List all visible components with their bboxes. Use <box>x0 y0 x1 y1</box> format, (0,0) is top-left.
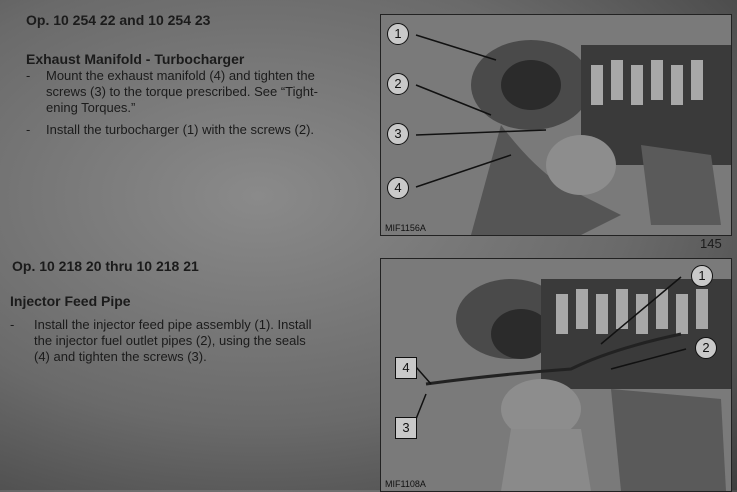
instruction-item: - Install the turbocharger (1) with the … <box>26 122 366 138</box>
instruction-line: (4) and tighten the screws (3). <box>34 349 207 364</box>
callout-3: 3 <box>387 123 409 145</box>
section-title-1: Exhaust Manifold - Turbocharger <box>26 51 245 67</box>
callout-4: 4 <box>395 357 417 379</box>
figure-exhaust-manifold: 1 2 3 4 MIF1156A <box>380 14 732 236</box>
instruction-item: - Mount the exhaust manifold (4) and tig… <box>26 68 366 116</box>
dash-bullet: - <box>26 122 31 137</box>
callout-2: 2 <box>695 337 717 359</box>
instruction-line: screws (3) to the torque prescribed. See… <box>46 84 318 99</box>
instruction-line: Install the turbocharger (1) with the sc… <box>46 122 315 137</box>
instruction-line: ening Torques.” <box>46 100 136 115</box>
instruction-line: Mount the exhaust manifold (4) and tight… <box>46 68 315 83</box>
callout-1: 1 <box>387 23 409 45</box>
dash-bullet: - <box>26 68 31 83</box>
figure-code: MIF1108A <box>385 479 426 489</box>
figure-code: MIF1156A <box>385 223 426 233</box>
page-number: 145 <box>700 236 722 251</box>
op-number-1: Op. 10 254 22 and 10 254 23 <box>26 12 211 28</box>
callout-2: 2 <box>387 73 409 95</box>
callout-4: 4 <box>387 177 409 199</box>
callout-3: 3 <box>395 417 417 439</box>
section-title-2: Injector Feed Pipe <box>10 293 131 309</box>
dash-bullet: - <box>10 317 15 332</box>
engine-illustration <box>381 15 731 235</box>
injector-illustration <box>381 259 731 491</box>
instruction-line: the injector fuel outlet pipes (2), usin… <box>34 333 306 348</box>
op-number-2: Op. 10 218 20 thru 10 218 21 <box>12 258 199 274</box>
instruction-line: Install the injector feed pipe assembly … <box>34 317 312 332</box>
instruction-item: - Install the injector feed pipe assembl… <box>10 317 370 365</box>
callout-1: 1 <box>691 265 713 287</box>
figure-injector-feed-pipe: 1 2 4 3 MIF1108A <box>380 258 732 492</box>
